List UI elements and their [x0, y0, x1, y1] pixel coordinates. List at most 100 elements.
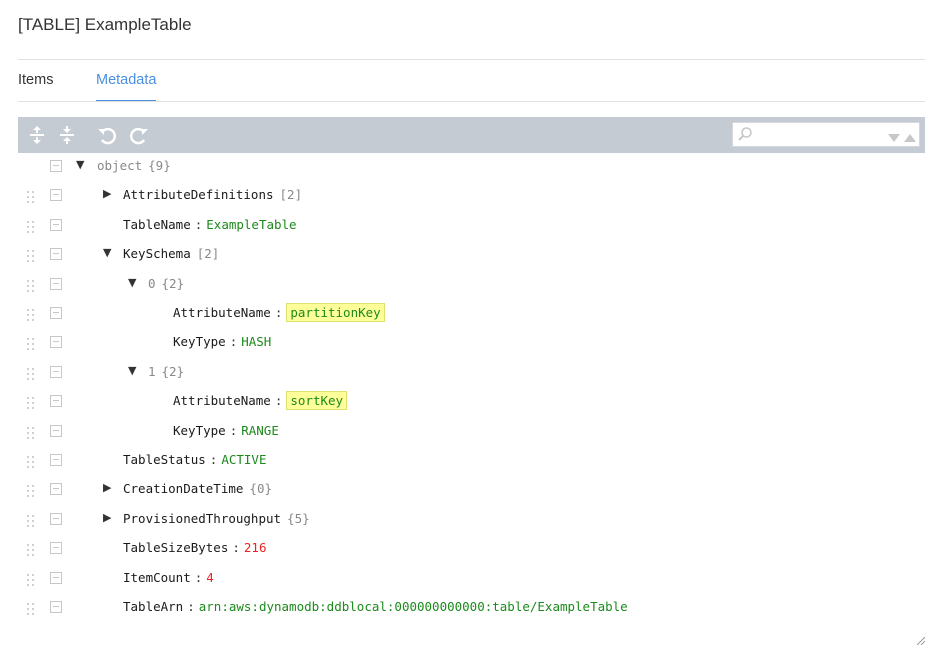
separator: : — [209, 452, 218, 467]
field-key[interactable]: TableStatus — [123, 452, 206, 467]
resize-handle-icon[interactable] — [915, 635, 925, 645]
drag-handle-icon[interactable] — [26, 456, 36, 470]
field-key[interactable]: TableArn — [123, 599, 184, 614]
separator: : — [187, 599, 195, 614]
field-key[interactable]: TableName — [123, 216, 191, 232]
separator: : — [274, 305, 283, 320]
field-key[interactable]: AttributeName — [173, 393, 271, 409]
context-menu-button[interactable] — [50, 571, 62, 584]
field-value[interactable]: 216 — [243, 540, 267, 556]
search-input[interactable] — [759, 125, 873, 146]
context-menu-button[interactable] — [50, 601, 62, 613]
field-value[interactable]: HASH — [241, 334, 272, 350]
context-menu-button[interactable] — [50, 365, 62, 378]
tree-row: TableName:ExampleTable — [18, 212, 925, 241]
field-key[interactable]: KeyType — [173, 334, 226, 350]
divider — [18, 59, 925, 60]
field-value[interactable]: sortKey — [286, 391, 348, 411]
divider — [18, 101, 925, 102]
search-next-icon[interactable] — [883, 129, 900, 142]
page-title: [TABLE] ExampleTable — [18, 15, 192, 34]
field-value[interactable]: partitionKey — [286, 303, 385, 322]
field-key[interactable]: ItemCount — [123, 569, 191, 585]
field-key[interactable]: 1 — [148, 363, 156, 379]
drag-handle-icon[interactable] — [26, 338, 36, 352]
collapse-icon[interactable]: ▼ — [128, 363, 137, 377]
field-key[interactable]: 0 — [148, 275, 156, 291]
drag-handle-icon[interactable] — [26, 485, 36, 499]
tree-row: AttributeName:partitionKey — [18, 300, 925, 329]
context-menu-button[interactable] — [50, 160, 62, 172]
tree-row: AttributeName:sortKey — [18, 388, 925, 417]
tree-row: TableSizeBytes:216 — [18, 535, 925, 564]
drag-handle-icon[interactable] — [26, 279, 36, 294]
expand-icon[interactable]: ▶ — [103, 510, 112, 524]
tree-row: TableArn:arn:aws:dynamodb:ddblocal:00000… — [18, 594, 925, 623]
drag-handle-icon[interactable] — [26, 544, 36, 558]
field-value[interactable]: ACTIVE — [221, 452, 267, 467]
field-key[interactable]: KeyType — [173, 422, 226, 438]
context-menu-button[interactable] — [50, 395, 62, 408]
context-menu-button[interactable] — [50, 307, 62, 319]
redo-icon[interactable] — [127, 123, 151, 147]
separator: : — [194, 216, 203, 232]
tab-items[interactable]: Items — [18, 72, 54, 88]
field-key[interactable]: AttributeName — [173, 305, 271, 320]
tree-row: ▶ CreationDateTime {0} — [18, 476, 925, 505]
context-menu-button[interactable] — [50, 248, 62, 261]
expand-icon[interactable]: ▶ — [103, 187, 112, 201]
drag-handle-icon[interactable] — [26, 220, 36, 235]
context-menu-button[interactable] — [50, 454, 62, 466]
json-editor-toolbar — [18, 117, 925, 153]
field-key[interactable]: CreationDateTime — [123, 481, 244, 497]
context-menu-button[interactable] — [50, 336, 62, 349]
search-box — [732, 122, 920, 147]
tree-row: ▼KeySchema[2] — [18, 241, 925, 270]
separator: : — [274, 393, 283, 409]
context-menu-button[interactable] — [50, 189, 62, 202]
expand-icon[interactable]: ▶ — [103, 481, 112, 495]
field-key[interactable]: AttributeDefinitions — [123, 187, 274, 203]
context-menu-button[interactable] — [50, 277, 62, 290]
context-menu-button[interactable] — [50, 512, 62, 525]
collapse-icon[interactable]: ▼ — [128, 275, 137, 289]
drag-handle-icon[interactable] — [26, 514, 36, 529]
tree-row: ItemCount:4 — [18, 565, 925, 594]
collapse-icon[interactable]: ▼ — [76, 158, 85, 171]
collapse-icon[interactable]: ▼ — [103, 246, 112, 260]
field-key[interactable]: KeySchema — [123, 246, 191, 262]
separator: : — [229, 422, 238, 438]
context-menu-button[interactable] — [50, 218, 62, 231]
context-menu-button[interactable] — [50, 424, 62, 437]
drag-handle-icon[interactable] — [26, 603, 36, 617]
field-value[interactable]: arn:aws:dynamodb:ddblocal:000000000000:t… — [198, 599, 628, 614]
expand-all-icon[interactable] — [25, 123, 49, 147]
child-count: {5} — [287, 510, 310, 526]
field-value[interactable]: 4 — [206, 569, 214, 585]
field-value[interactable]: ExampleTable — [206, 216, 297, 232]
tree-row: ▼1{2} — [18, 359, 925, 388]
drag-handle-icon[interactable] — [26, 309, 36, 323]
separator: : — [194, 569, 203, 585]
separator: : — [229, 334, 238, 350]
child-count: {0} — [249, 481, 272, 497]
drag-handle-icon[interactable] — [26, 397, 36, 411]
context-menu-button[interactable] — [50, 542, 62, 555]
drag-handle-icon[interactable] — [26, 573, 36, 588]
field-value[interactable]: RANGE — [241, 422, 279, 438]
drag-handle-icon[interactable] — [26, 191, 36, 205]
tree-row: ▼ 0 {2} — [18, 271, 925, 300]
drag-handle-icon[interactable] — [26, 250, 36, 264]
root-label: object — [97, 158, 143, 173]
search-previous-icon[interactable] — [899, 129, 916, 142]
field-key[interactable]: ProvisionedThroughput — [123, 510, 282, 526]
tab-bar: Items Metadata — [18, 72, 925, 102]
drag-handle-icon[interactable] — [26, 367, 36, 382]
tab-metadata[interactable]: Metadata — [96, 72, 157, 102]
collapse-all-icon[interactable] — [55, 123, 79, 147]
field-key[interactable]: TableSizeBytes — [123, 540, 229, 556]
child-count: {2} — [161, 275, 185, 291]
drag-handle-icon[interactable] — [26, 426, 36, 441]
undo-icon[interactable] — [95, 123, 119, 147]
context-menu-button[interactable] — [50, 483, 62, 496]
